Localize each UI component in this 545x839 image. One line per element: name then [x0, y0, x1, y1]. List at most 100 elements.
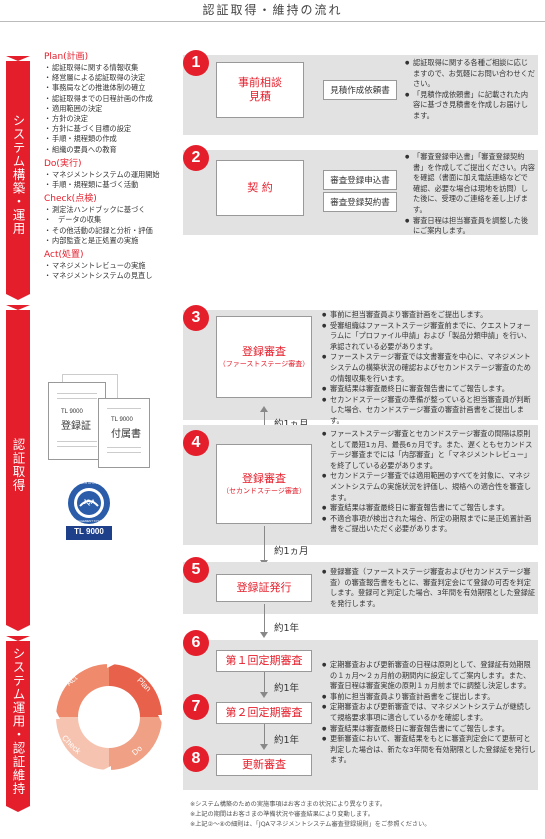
step-5-label: 登録証発行 — [236, 581, 292, 594]
step-8-number: 8 — [183, 746, 209, 772]
step-7-label: 第２回定期審査 — [225, 706, 303, 719]
interval-7-8: 約1年 — [274, 735, 300, 746]
description-item: 審査結果は審査最終日に審査報告書にてご報告します。 — [322, 724, 536, 735]
step-1-label: 事前相談 — [238, 76, 282, 89]
step-6-label: 第１回定期審査 — [225, 654, 303, 667]
list-item: 手順・規程類に基づく活動 — [44, 180, 176, 190]
list-item: 認証取得までの日程計画の作成 — [44, 94, 176, 104]
list-item: 内部監査と是正処置の実施 — [44, 236, 176, 246]
step-3-label: 登録審査 — [242, 345, 286, 358]
list-item: 組織の要員への教育 — [44, 145, 176, 155]
description-item: ファーストステージ審査では文書審査を中心に、マネジメントシステムの構築状況の確認… — [322, 352, 536, 384]
description-item: セカンドステージ審査では適用範囲のすべてを対象に、マネジメントシステムの実施状況… — [322, 471, 536, 503]
footnote: ※上記の期間はお客さまの準備状況や審査結果により変動します。 — [190, 811, 374, 818]
list-item: 方針に基づく目標の設定 — [44, 124, 176, 134]
description-item: 更新審査において、審査結果をもとに審査判定会にて更新可と判定した場合は、新たな3… — [322, 734, 536, 766]
description-item: ファーストステージ審査とセカンドステージ審査の間隔は原則として最短1ヵ月、最長6… — [322, 429, 536, 471]
step-5-description: 登録審査（ファーストステージ審査およびセカンドステージ審査）の審査報告書をもとに… — [322, 567, 536, 609]
description-item: 定期審査および更新審査の日程は原則として、登録証有効期限の１ヵ月〜２ヵ月前の期間… — [322, 660, 536, 692]
page-title: 認証取得・維持の流れ — [0, 0, 545, 22]
gap-line — [264, 672, 265, 694]
step-3-sublabel: （ファーストステージ審査） — [218, 360, 310, 368]
annex-document: TL 9000 付属書 — [98, 398, 150, 468]
jqa-certification-logo: CERTIFIED JQA MANAGEMENT SYSTEM TL 9000 — [66, 480, 112, 540]
step-5-box: 登録証発行 — [216, 574, 312, 602]
step-2-description: 「審査登録申込書」「審査登録契約書」を作成してご提出ください。内容を確認（書面に… — [405, 152, 535, 237]
list-item: 適用範囲の決定 — [44, 104, 176, 114]
list-item: 方針の決定 — [44, 114, 176, 124]
list-item: 事務局などの推進体制の確立 — [44, 83, 176, 93]
step-1-number: 1 — [183, 50, 209, 76]
quote-request-doc: 見積作成依頼書 — [323, 80, 397, 100]
step-5-number: 5 — [183, 557, 209, 583]
step-7-number: 7 — [183, 694, 209, 720]
step-4-sublabel: （セカンドステージ審査） — [222, 487, 306, 495]
step-2-label: 契 約 — [247, 181, 273, 194]
certificate-document: TL 9000 登録証 — [48, 382, 106, 460]
interval-3-4: 約1ヵ月 — [274, 416, 309, 430]
plan-heading: Plan(計画) — [44, 52, 89, 62]
list-item: マネジメントシステムの見直し — [44, 271, 176, 281]
gap-line — [264, 526, 265, 562]
footnote: ※上記②〜⑧の細則は、「JQAマネジメントシステム審査登録規則」をご参照ください… — [190, 821, 431, 828]
step-4-number: 4 — [183, 430, 209, 456]
description-item: 受審組織はファーストステージ審査前までに、クエストフォーラムに「プロファイル申請… — [322, 321, 536, 353]
step-4-box: 登録審査 （セカンドステージ審査） — [216, 444, 312, 524]
jqa-seal-icon — [66, 482, 112, 540]
annex-code: TL 9000 — [111, 417, 133, 423]
act-heading: Act(処置) — [44, 250, 84, 261]
list-item: 経営層による認証取得の決定 — [44, 73, 176, 83]
interval-4-5: 約1ヵ月 — [274, 546, 309, 557]
step-4-description: ファーストステージ審査とセカンドステージ審査の間隔は原則として最短1ヵ月、最長6… — [322, 429, 536, 535]
step-3-box: 登録審査 （ファーストステージ審査） — [216, 316, 312, 398]
certificate-label: 登録証 — [61, 421, 91, 432]
gap-line — [264, 410, 265, 434]
pdca-list: Plan(計画) 認証取得に関する情報収集 経営層による認証取得の決定 事務局な… — [44, 52, 176, 282]
list-item: 認証取得に関する情報収集 — [44, 63, 176, 73]
check-heading: Check(点検) — [44, 194, 97, 205]
phase-bar-build: システム構築・運用 — [6, 56, 30, 300]
step-6-number: 6 — [183, 630, 209, 656]
footnote: ※システム構築のための実施事項はお客さまの状況により異なります。 — [190, 801, 387, 808]
step-6-8-description: 定期審査および更新審査の日程は原則として、登録証有効期限の１ヵ月〜２ヵ月前の期間… — [322, 660, 536, 766]
logo-mid-text: JQA — [82, 500, 96, 506]
gap-arrow-down-icon — [260, 632, 268, 638]
logo-bottom-text: MANAGEMENT SYSTEM — [72, 519, 106, 523]
interval-5-6: 約1年 — [274, 623, 300, 634]
step-4-label: 登録審査 — [242, 472, 286, 485]
list-item: 手順・規程類の作成 — [44, 134, 176, 144]
description-item: 定期審査および更新審査では、マネジメントシステムが継続して規格要求事項に適合して… — [322, 702, 536, 723]
step-1-description: 認証取得に関する各種ご相談に応じますので、お気軽にお問い合わせください。 「見積… — [405, 58, 535, 122]
description-item: 審査日程は担当審査員を調整した後にご案内します。 — [405, 216, 535, 237]
list-item: マネジメントシステムの運用開始 — [44, 170, 176, 180]
certificate-code: TL 9000 — [61, 409, 83, 415]
step-2-number: 2 — [183, 145, 209, 171]
plan-items: 認証取得に関する情報収集 経営層による認証取得の決定 事務局などの推進体制の確立… — [44, 63, 176, 155]
gap-line — [264, 724, 265, 746]
step-1-box: 事前相談 見積 — [216, 62, 304, 118]
description-item: 事前に担当審査員より審査計画書をご提出します。 — [322, 692, 536, 703]
description-item: 「見積作成依頼書」に記載された内容に基づき見積書を作成しお届けします。 — [405, 90, 535, 122]
description-item: 登録審査（ファーストステージ審査およびセカンドステージ審査）の審査報告書をもとに… — [322, 567, 536, 609]
step-7-box: 第２回定期審査 — [216, 702, 312, 724]
list-item: マネジメントレビューの実施 — [44, 261, 176, 271]
gap-line — [264, 604, 265, 634]
description-item: 認証取得に関する各種ご相談に応じますので、お気軽にお問い合わせください。 — [405, 58, 535, 90]
step-6-box: 第１回定期審査 — [216, 650, 312, 672]
pdca-cycle-diagram: Act Plan Do Check — [50, 658, 168, 776]
step-1-label-2: 見積 — [249, 90, 271, 103]
application-form-doc: 審査登録申込書 — [323, 170, 397, 190]
logo-top-text: CERTIFIED — [79, 481, 99, 485]
step-8-label: 更新審査 — [242, 758, 286, 771]
step-3-description: 事前に担当審査員より審査計画をご提出します。 受審組織はファーストステージ審査前… — [322, 310, 536, 427]
description-item: 「審査登録申込書」「審査登録契約書」を作成してご提出ください。内容を確認（書面に… — [405, 152, 535, 216]
phase-bar-maintenance: システム運用・認証維持 — [6, 636, 30, 812]
description-item: セカンドステージ審査の準備が整っていると担当審査員が判断した場合、セカンドステー… — [322, 395, 536, 427]
phase-bar-certification: 認証取得 — [6, 305, 30, 631]
description-item: 審査結果は審査最終日に審査報告書にてご報告します。 — [322, 503, 536, 514]
step-3-number: 3 — [183, 305, 209, 331]
description-item: 審査結果は審査最終日に審査報告書にてご報告します。 — [322, 384, 536, 395]
step-8-box: 更新審査 — [216, 754, 312, 776]
gap-arrow-down-icon — [260, 692, 268, 698]
list-item: その他活動の記録と分析・評価 — [44, 226, 176, 236]
